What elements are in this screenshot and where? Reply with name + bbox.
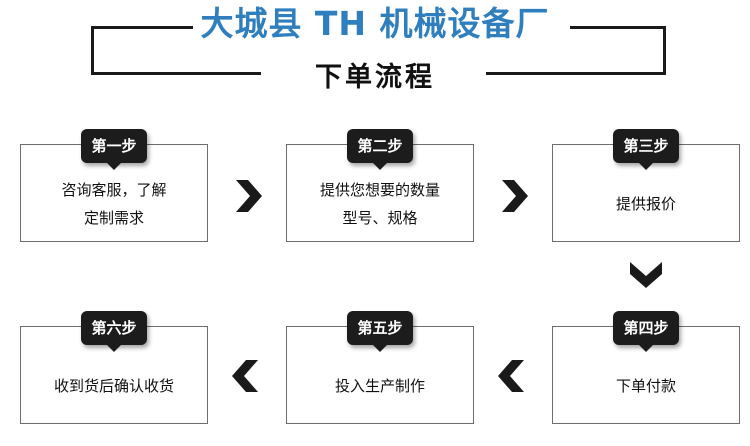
step-label-6: 第六步 bbox=[81, 311, 147, 345]
step-card-1: 第一步 咨询客服，了解 定制需求 bbox=[20, 129, 208, 242]
step-card-2: 第二步 提供您想要的数量 型号、规格 bbox=[286, 129, 474, 242]
step-text-3: 提供报价 bbox=[615, 195, 676, 213]
step-label-3: 第三步 bbox=[613, 129, 679, 163]
step-card-5: 第五步 投入生产制作 bbox=[286, 311, 474, 424]
step-card-6: 第六步 收到货后确认收货 bbox=[20, 311, 208, 424]
step-text-4: 下单付款 bbox=[615, 377, 676, 395]
chevron-left-icon bbox=[498, 360, 524, 392]
step-label-5: 第五步 bbox=[347, 311, 413, 345]
page-subtitle: 下单流程 bbox=[315, 62, 435, 93]
step-text-6: 收到货后确认收货 bbox=[53, 377, 174, 395]
chevron-down-icon bbox=[630, 262, 662, 288]
step-card-4: 第四步 下单付款 bbox=[552, 311, 740, 424]
frame-right-bottom bbox=[486, 72, 666, 75]
frame-right-vertical bbox=[663, 26, 666, 74]
step-label-4: 第四步 bbox=[613, 311, 679, 345]
frame-right-top bbox=[570, 26, 666, 29]
step-text-2: 提供您想要的数量 型号、规格 bbox=[319, 181, 440, 227]
step-text-1: 咨询客服，了解 定制需求 bbox=[61, 181, 167, 227]
chevron-right-icon bbox=[236, 180, 262, 212]
chevron-right-icon bbox=[502, 180, 528, 212]
frame-left-top bbox=[91, 26, 193, 29]
company-title: 大城县 TH 机械设备厂 bbox=[200, 4, 550, 43]
step-label-2: 第二步 bbox=[347, 129, 413, 163]
frame-left-vertical bbox=[91, 26, 94, 74]
step-label-1: 第一步 bbox=[81, 129, 147, 163]
step-text-5: 投入生产制作 bbox=[334, 377, 425, 395]
step-card-3: 第三步 提供报价 bbox=[552, 129, 740, 242]
frame-left-bottom bbox=[91, 72, 261, 75]
chevron-left-icon bbox=[232, 360, 258, 392]
